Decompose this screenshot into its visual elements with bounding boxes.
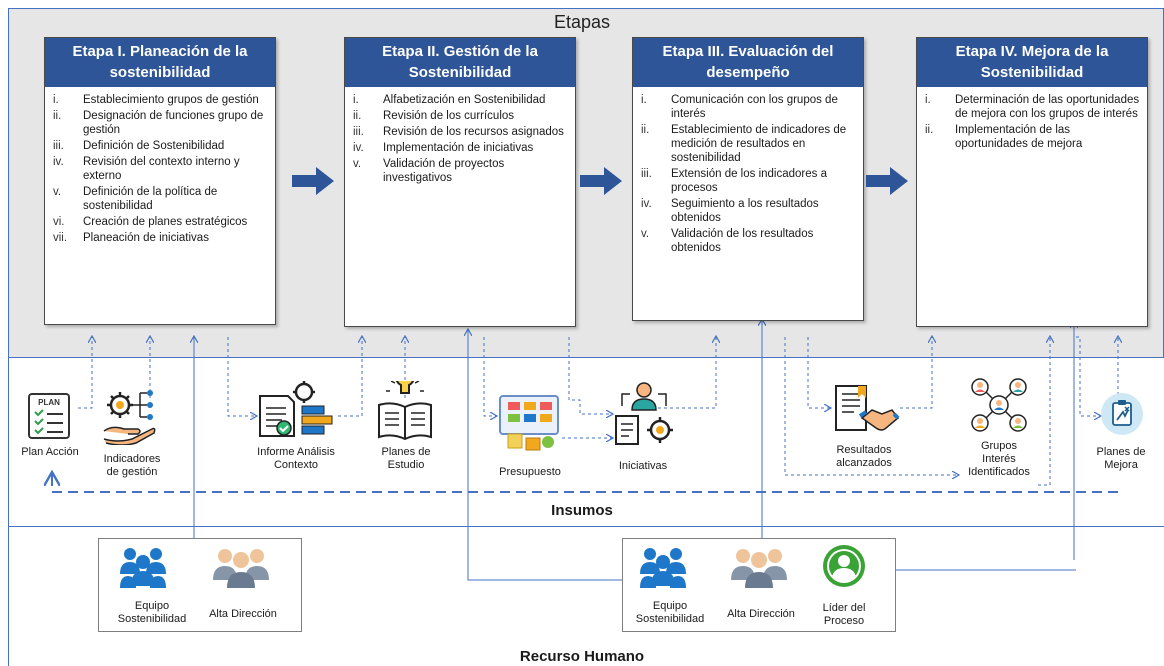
results-handshake-icon [835, 385, 900, 431]
presupuesto-label: Presupuesto [499, 466, 561, 478]
leadership-icon [213, 549, 269, 588]
stage-1-card: Etapa I. Planeación de la sostenibilidad… [44, 37, 276, 325]
list-item: ii.Establecimiento de indicadores de med… [641, 124, 847, 164]
list-item: ii.Revisión de los currículos [353, 110, 515, 122]
stage-2-list: i.Alfabetización en Sostenibilidad ii.Re… [345, 93, 575, 185]
alta-direccion-label-left: Alta Dirección [209, 608, 277, 620]
etapas-title: Etapas [553, 12, 611, 32]
flow-arrow-icon [866, 167, 908, 195]
stage-3-title: Etapa III. Evaluación del desempeño [633, 38, 863, 87]
flow-arrow-icon [292, 167, 334, 195]
flow-arrow-icon [580, 167, 622, 195]
list-item: iv.Seguimiento a los resultados obtenido… [641, 198, 819, 224]
stage-3-card: Etapa III. Evaluación del desempeño i.Co… [632, 37, 864, 321]
alta-direccion-label-right: Alta Dirección [727, 608, 795, 620]
stage-2-title: Etapa II. Gestión de la Sostenibilidad [345, 38, 575, 87]
list-item: vi.Creación de planes estratégicos [53, 216, 248, 228]
gear-hand-icon [103, 390, 156, 445]
report-analysis-icon [259, 381, 333, 437]
plan-accion-label: Plan Acción [21, 446, 79, 458]
stage-2-card: Etapa II. Gestión de la Sostenibilidad i… [344, 37, 576, 327]
list-item: iv.Implementación de iniciativas [353, 142, 534, 154]
insumos-title: Insumos [551, 502, 613, 519]
budget-board-icon [499, 395, 559, 451]
team-icon [120, 548, 166, 588]
list-item: ii.Implementación de las oportunidades d… [925, 124, 1083, 150]
list-item: vii.Planeación de iniciativas [53, 232, 209, 244]
list-item: v.Validación de los resultados obtenidos [641, 228, 814, 254]
stage-4-card: Etapa IV. Mejora de la Sostenibilidad i.… [916, 37, 1148, 327]
plan-document-icon: PLAN [28, 393, 70, 439]
process-leader-icon [823, 545, 865, 587]
book-idea-icon [378, 381, 432, 441]
stage-1-title: Etapa I. Planeación de la sostenibilidad [45, 38, 275, 87]
recurso-humano-title: Recurso Humano [519, 648, 645, 665]
stage-4-list: i.Determinación de las oportunidades de … [917, 93, 1147, 151]
iniciativas-label: Iniciativas [618, 460, 668, 472]
initiatives-person-icon [615, 382, 673, 445]
stakeholder-network-icon [971, 378, 1027, 432]
list-item: i.Alfabetización en Sostenibilidad [353, 94, 546, 106]
improvement-plan-icon [1101, 393, 1143, 435]
list-item: i.Establecimiento grupos de gestión [53, 94, 259, 106]
list-item: iii.Extensión de los indicadores a proce… [641, 168, 827, 194]
team-icon [640, 548, 686, 588]
leadership-icon [731, 549, 787, 588]
list-item: iii.Revisión de los recursos asignados [353, 126, 564, 138]
list-item: v.Definición de la política de sostenibi… [53, 186, 218, 212]
list-item: iii.Definición de Sostenibilidad [53, 140, 225, 152]
list-item: iv.Revisión del contexto interno y exter… [53, 156, 240, 182]
list-item: v.Validación de proyectos investigativos [353, 158, 505, 184]
list-item: i.Determinación de las oportunidades de … [925, 94, 1140, 120]
list-item: ii.Designación de funciones grupo de ges… [53, 110, 264, 136]
stage-4-title: Etapa IV. Mejora de la Sostenibilidad [917, 38, 1147, 87]
list-item: i.Comunicación con los grupos de interés [641, 94, 838, 120]
svg-text:PLAN: PLAN [38, 398, 60, 407]
stage-3-list: i.Comunicación con los grupos de interés… [633, 93, 863, 255]
stage-1-list: i.Establecimiento grupos de gestión ii.D… [45, 93, 275, 245]
